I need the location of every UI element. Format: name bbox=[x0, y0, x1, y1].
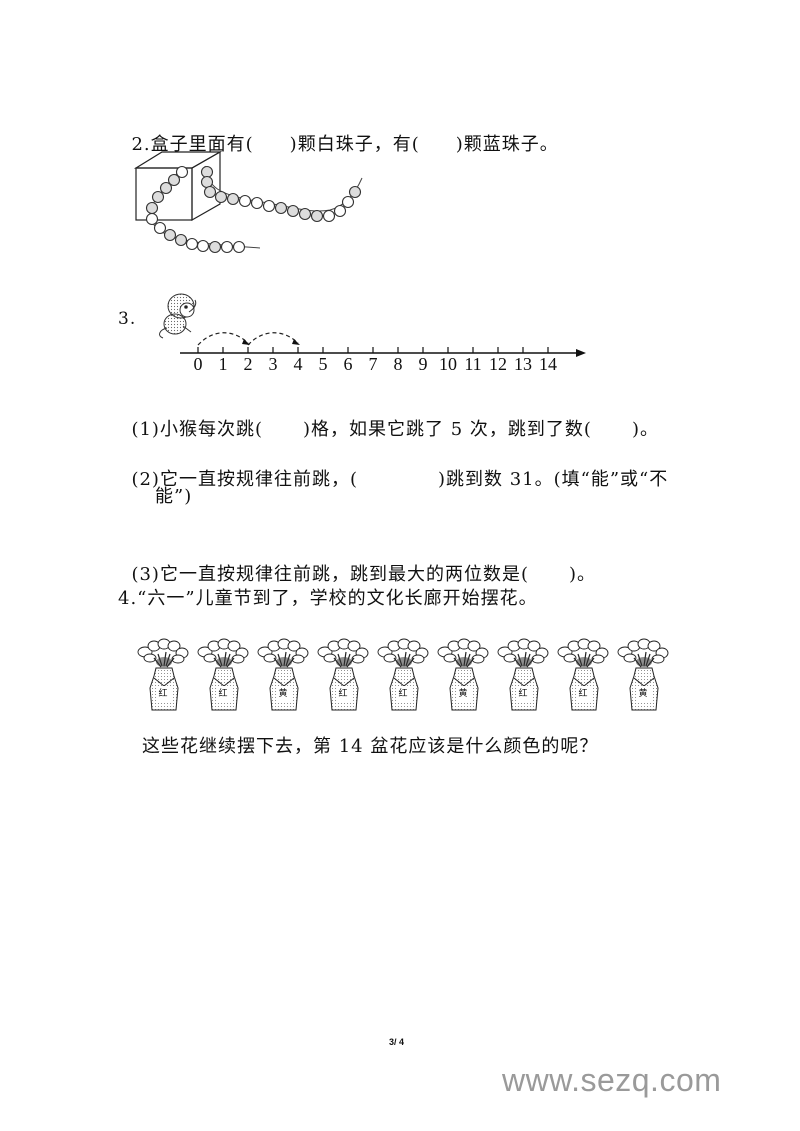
flower-vase-row: 红 红 黄 红 红 黄 红 红 黄 bbox=[136, 636, 669, 716]
question-2-prompt: 2.盒子里面有( )颗白珠子，有( )颗蓝珠子。 bbox=[118, 106, 559, 158]
flower-vase-icon bbox=[317, 638, 369, 711]
tick-label: 14 bbox=[539, 354, 557, 374]
box-with-beads-figure bbox=[133, 150, 363, 254]
number-line bbox=[180, 332, 586, 357]
flower-vase-icon bbox=[437, 638, 489, 711]
flower-vase-icon bbox=[557, 638, 609, 711]
tick-label: 6 bbox=[343, 354, 353, 374]
vase-color-label: 黄 bbox=[458, 689, 468, 699]
tick-label: 4 bbox=[293, 354, 303, 374]
page-number: 3/ 4 bbox=[389, 1037, 405, 1047]
beads bbox=[145, 165, 362, 254]
question-3-sub-3: (3)它一直按规律往前跳，跳到最大的两位数是()。 bbox=[131, 564, 597, 585]
tick-label: 11 bbox=[464, 354, 482, 374]
question-2-text-a: 2.盒子里面有( bbox=[131, 134, 254, 155]
flower-vase: 黄 bbox=[436, 636, 490, 712]
vase-color-label: 红 bbox=[518, 689, 528, 699]
question-4-question: 这些花继续摆下去，第 14 盆花应该是什么颜色的呢？ bbox=[142, 736, 599, 757]
question-3-number: 3. bbox=[118, 309, 137, 329]
question-3-sub-2-cont: 能”) bbox=[155, 486, 193, 507]
arrowhead-icon bbox=[242, 339, 250, 345]
question-2-text-c: )颗蓝珠子。 bbox=[455, 134, 559, 155]
tick-label: 7 bbox=[368, 354, 378, 374]
question-4-title: 4.“六一”儿童节到了，学校的文化长廊开始摆花。 bbox=[118, 588, 538, 609]
jump-arc-1 bbox=[197, 332, 249, 346]
monkey-icon bbox=[159, 293, 197, 339]
flower-vase: 红 bbox=[376, 636, 430, 712]
tick-label: 3 bbox=[268, 354, 278, 374]
tick-label: 1 bbox=[218, 354, 228, 374]
box-icon bbox=[133, 150, 223, 222]
vase-color-label: 黄 bbox=[278, 689, 288, 699]
question-3-sub-2: (2)它一直按规律往前跳，()跳到数 31。(填“能”或“不 bbox=[131, 469, 669, 490]
vase-color-label: 红 bbox=[338, 689, 348, 699]
watermark: www.sezq.com bbox=[502, 1062, 722, 1098]
number-line-labels: 0 1 2 3 4 5 6 7 8 9 10 11 12 13 14 bbox=[178, 354, 590, 376]
flower-vase-icon bbox=[197, 638, 249, 711]
tick-label: 12 bbox=[489, 354, 507, 374]
flower-vase-icon bbox=[257, 638, 309, 711]
flower-vase: 黄 bbox=[616, 636, 670, 712]
flower-vase: 红 bbox=[316, 636, 370, 712]
tick-label: 5 bbox=[318, 354, 328, 374]
vase-color-label: 红 bbox=[578, 689, 588, 699]
flower-vase-icon bbox=[497, 638, 549, 711]
flower-vase: 黄 bbox=[256, 636, 310, 712]
jump-arc-2 bbox=[247, 332, 299, 346]
tick-label: 9 bbox=[418, 354, 428, 374]
axis-arrow-icon bbox=[576, 349, 586, 357]
flower-vase-icon bbox=[617, 638, 669, 711]
vase-color-label: 红 bbox=[158, 689, 168, 699]
flower-vase: 红 bbox=[136, 636, 190, 712]
tick-label: 2 bbox=[243, 354, 253, 374]
tick-label: 13 bbox=[514, 354, 532, 374]
flower-vase: 红 bbox=[496, 636, 550, 712]
vase-color-label: 红 bbox=[398, 689, 408, 699]
tick-label: 8 bbox=[393, 354, 403, 374]
arrowhead-icon bbox=[292, 339, 300, 345]
question-3-sub-1: (1)小猴每次跳()格，如果它跳了 5 次，跳到了数()。 bbox=[131, 419, 659, 440]
tick-label: 0 bbox=[193, 354, 203, 374]
vase-color-label: 黄 bbox=[638, 689, 648, 699]
flower-vase: 红 bbox=[556, 636, 610, 712]
question-2-text-b: )颗白珠子，有( bbox=[289, 134, 420, 155]
flower-vase: 红 bbox=[196, 636, 250, 712]
flower-vase-icon bbox=[377, 638, 429, 711]
vase-color-label: 红 bbox=[218, 689, 228, 699]
flower-vase-icon bbox=[137, 638, 189, 711]
tick-label: 10 bbox=[439, 354, 457, 374]
